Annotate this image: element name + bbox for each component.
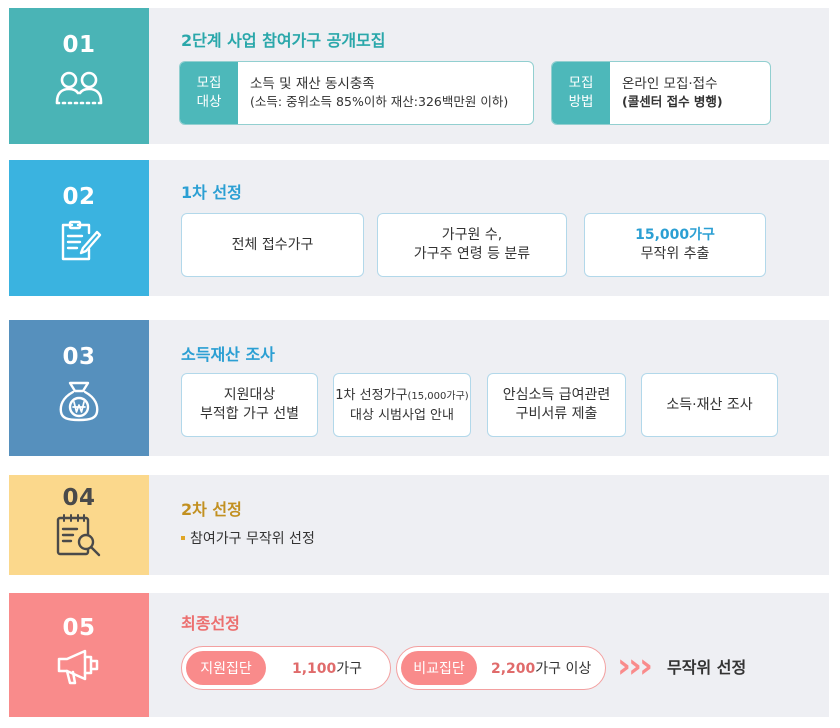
people-icon [54, 68, 104, 110]
support-group-count: 1,100 [292, 661, 337, 677]
household-classify-box: 가구원 수,가구주 연령 등 분류 [377, 213, 567, 277]
calendar-search-icon [55, 513, 103, 561]
recruit-method-line2: (콜센터 접수 병행) [622, 94, 723, 109]
step-3-number: 03 [62, 344, 96, 370]
step-4-number-panel: 04 [9, 475, 149, 575]
control-group-count: 2,200 [491, 661, 536, 677]
final-random-select: 무작위 선정 [667, 658, 747, 677]
step-1-number-panel: 01 [9, 8, 149, 144]
step-2-title: 1차 선정 [181, 183, 242, 202]
support-group-tag: 지원집단 [186, 651, 266, 685]
random-select-item: 참여가구 무작위 선정 [181, 528, 315, 548]
bullet-icon [181, 536, 185, 540]
step-2-row: 02 1차 선정 전체 접수가구 가구원 수,가구주 연령 등 분류 15,00… [9, 160, 829, 296]
step-4-title: 2차 선정 [181, 500, 242, 519]
won-bag-icon [57, 380, 101, 426]
step-5-number-panel: 05 [9, 593, 149, 717]
megaphone-icon [55, 647, 103, 691]
pilot-notice-box: 1차 선정가구(15,000가구)대상 시범사업 안내 [333, 373, 471, 437]
chevron-right-icon: ››› [617, 646, 653, 686]
clipboard-pen-icon [56, 220, 102, 266]
recruit-method-line1: 온라인 모집·접수 [622, 76, 718, 92]
control-group-tag: 비교집단 [401, 651, 477, 685]
step-2-number-panel: 02 [9, 160, 149, 296]
step-1-number: 01 [62, 32, 96, 58]
step-2-number: 02 [62, 184, 96, 210]
all-applicants-box: 전체 접수가구 [181, 213, 364, 277]
step-3-title: 소득재산 조사 [181, 345, 275, 364]
step-4-number: 04 [62, 485, 96, 511]
recruit-target-line1: 소득 및 재산 동시충족 [250, 76, 375, 92]
step-4-row: 04 2차 선정 참여가구 무작위 선정 [9, 475, 829, 575]
step-3-number-panel: 03 [9, 320, 149, 456]
step-5-number: 05 [62, 615, 96, 641]
step-1-title: 2단계 사업 참여가구 공개모집 [181, 31, 386, 50]
recruit-target-line2: (소득: 중위소득 85%이하 재산:326백만원 이하) [250, 94, 509, 109]
step-5-title: 최종선정 [181, 614, 240, 633]
income-asset-survey-box: 소득·재산 조사 [641, 373, 778, 437]
step-5-row: 05 최종선정 지원집단 1,100가구 비교집단 2,200가구 이상 ›››… [9, 593, 829, 717]
support-group-pill: 지원집단 1,100가구 [181, 646, 391, 690]
control-group-pill: 비교집단 2,200가구 이상 [396, 646, 606, 690]
